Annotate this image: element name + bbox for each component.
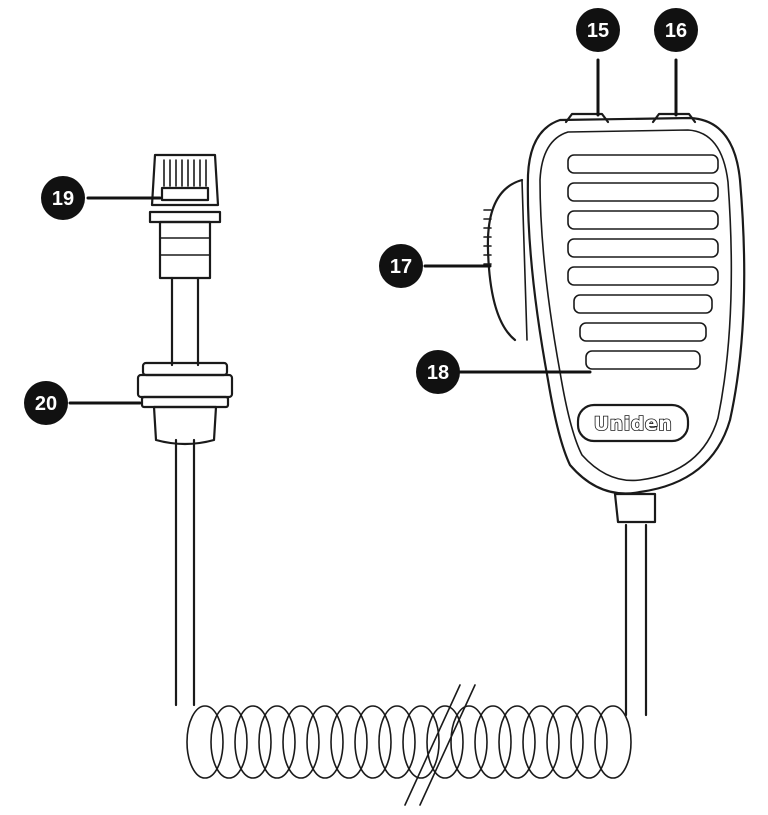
grille-slot [579, 322, 707, 342]
grille-slot [567, 266, 719, 286]
callout-17-label: 17 [390, 256, 412, 278]
coil-loop [354, 705, 392, 779]
callout-20: 20 [24, 381, 68, 425]
leader-lines [68, 58, 678, 405]
coil-loop [282, 705, 320, 779]
callout-19: 19 [41, 176, 85, 220]
cord-left [174, 438, 196, 707]
coil-loop [474, 705, 512, 779]
grille-slot [567, 238, 719, 258]
grille-slot [567, 182, 719, 202]
callout-19-label: 19 [52, 188, 74, 210]
coil-loop [594, 705, 632, 779]
callout-16: 16 [654, 8, 698, 52]
callout-16-label: 16 [665, 20, 687, 42]
coil-loop [450, 705, 488, 779]
cord-right [624, 523, 648, 717]
grille-slot [567, 210, 719, 230]
callout-15-label: 15 [587, 20, 609, 42]
callout-18-label: 18 [427, 362, 449, 384]
coil-loop [378, 705, 416, 779]
coil-loop [498, 705, 536, 779]
grille-slot [573, 294, 713, 314]
brand-logo: Uniden [594, 413, 672, 435]
coil-loop [186, 705, 224, 779]
coil-loop [522, 705, 560, 779]
coil-loop [402, 705, 440, 779]
coil-loop [546, 705, 584, 779]
coil-loop [426, 705, 464, 779]
coiled-cord [186, 684, 632, 806]
cord-gland [136, 361, 234, 446]
callout-20-label: 20 [35, 393, 57, 415]
grille-slot [567, 154, 719, 174]
coil-loop [330, 705, 368, 779]
microphone-body: Uniden [483, 112, 746, 524]
callout-15: 15 [576, 8, 620, 52]
coil-loop [570, 705, 608, 779]
coil-loop [258, 705, 296, 779]
coil-loop [306, 705, 344, 779]
callout-18: 18 [416, 350, 460, 394]
grille-slot [585, 350, 701, 370]
modular-plug [148, 153, 222, 367]
coil-loop [210, 705, 248, 779]
coil-loop [234, 705, 272, 779]
callout-17: 17 [379, 244, 423, 288]
